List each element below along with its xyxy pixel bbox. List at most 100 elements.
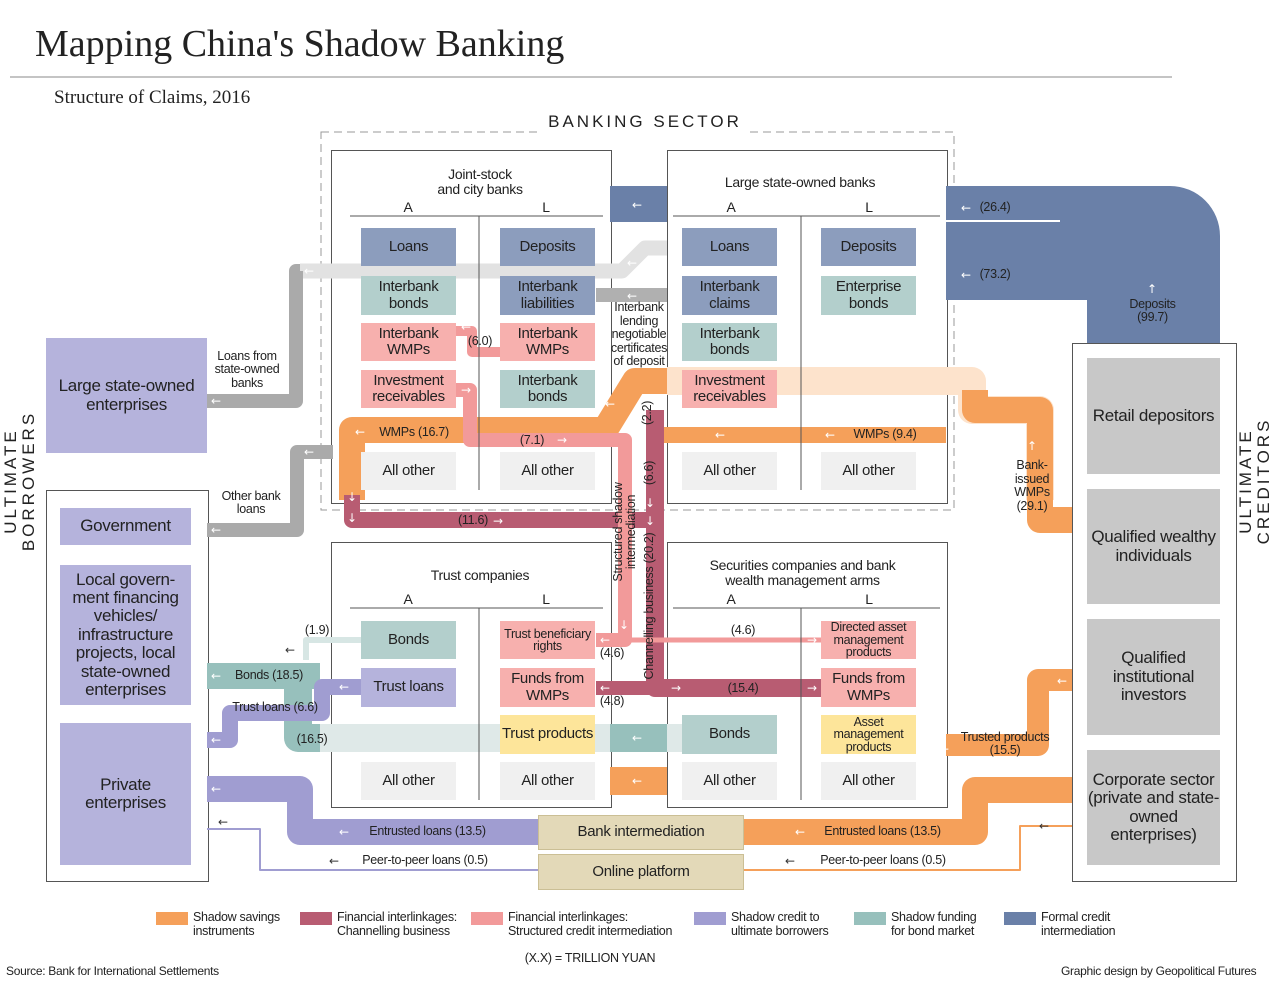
bonds-1-9-flow <box>303 637 361 660</box>
trust-loans-flow <box>207 679 361 748</box>
arrow-icon: ← <box>605 397 615 411</box>
js-asset-loans: Loans <box>361 228 456 266</box>
wmps-16-7-flow <box>339 368 667 500</box>
sec-liab-directed-asset-mgmt: Directed asset management products <box>821 621 916 659</box>
column-l-label: L <box>865 199 873 216</box>
legend-item-label: Shadow credit to ultimate borrowers <box>731 910 829 938</box>
legend-swatch <box>471 912 503 925</box>
borrower-large-soes: Large state-owned enterprises <box>46 338 207 453</box>
arrow-icon: ↓ <box>645 496 655 510</box>
trust-companies-title: Trust companies <box>430 567 530 584</box>
sb-asset-all-other: All other <box>682 452 777 490</box>
arrow-icon: ↑ <box>1027 439 1037 453</box>
column-l-label: L <box>865 591 873 608</box>
arrow-icon: ↓ <box>645 514 655 528</box>
sec-liab-funds-from-wmps: Funds from WMPs <box>821 668 916 707</box>
legend-item-label: Shadow savings instruments <box>193 910 280 938</box>
sb-liab-enterprise-bonds: Enterprise bonds <box>821 276 916 315</box>
banking-sector-label: BANKING SECTOR <box>540 111 750 133</box>
arrow-icon: ← <box>825 428 835 442</box>
js-asset-interbank-wmps: Interbank WMPs <box>361 323 456 361</box>
trust-liab-all-other: All other <box>500 762 595 800</box>
flow-label: (6.0) <box>467 334 493 349</box>
flow-label: (11.6) <box>458 513 488 528</box>
flow-label: Trusted products (15.5) <box>960 729 1050 757</box>
arrow-icon: ← <box>211 394 221 408</box>
sb-asset-interbank-bonds: Interbank bonds <box>682 323 777 361</box>
arrow-icon: ← <box>961 201 971 215</box>
arrow-icon: ← <box>795 825 805 839</box>
trust-asset-trust-loans: Trust loans <box>361 668 456 707</box>
channelling-11-6-flow <box>344 495 655 528</box>
trust-liab-funds-from-wmps: Funds from WMPs <box>500 668 595 707</box>
flow-label: (4.6) <box>599 646 625 661</box>
flow-label: Loans from state-owned banks <box>214 348 280 390</box>
entrusted-loans-left-flow <box>207 776 538 845</box>
loans-from-state-banks-flow <box>207 264 303 408</box>
bank-intermediation-box: Bank intermediation <box>538 815 744 850</box>
sec-asset-bonds: Bonds <box>682 715 777 754</box>
arrow-icon: → <box>493 514 503 528</box>
flow-label: (4.6) <box>730 623 756 638</box>
page-title: Mapping China's Shadow Banking <box>35 23 565 66</box>
arrow-icon: ← <box>285 643 295 657</box>
arrow-icon: → <box>807 681 817 695</box>
legend-swatch <box>1004 912 1036 925</box>
flow-label: (16.5) <box>296 732 328 747</box>
flow-label: (7.1) <box>519 433 545 448</box>
js-liab-all-other: All other <box>500 452 595 490</box>
sec-liab-all-other: All other <box>821 762 916 800</box>
interbank-wmps-6-0-flow <box>456 326 500 357</box>
arrow-icon: ← <box>600 633 610 647</box>
sb-liab-all-other: All other <box>821 452 916 490</box>
column-a-label: A <box>403 591 413 608</box>
online-platform-box: Online platform <box>538 854 744 890</box>
flow-label: Deposits (99.7) <box>1129 296 1176 324</box>
arrow-icon: ← <box>632 774 642 788</box>
flow-label: Bank- issued WMPs (29.1) <box>1014 458 1050 513</box>
creditor-corporate-sector: Corporate sector (private and state-owne… <box>1087 750 1220 865</box>
arrow-icon: ← <box>461 320 471 334</box>
flow-label: (15.4) <box>727 681 759 696</box>
page-subtitle: Structure of Claims, 2016 <box>54 86 251 108</box>
arrow-icon: → <box>487 353 497 367</box>
arrow-icon: ← <box>600 681 610 695</box>
sb-liab-deposits: Deposits <box>821 228 916 266</box>
legend-item-label: Financial interlinkages: Structured cred… <box>508 910 673 938</box>
borrower-local-government-vehicles: Local govern-ment financing vehicles/ in… <box>60 565 191 705</box>
entrusted-loans-right-flow <box>742 777 1072 845</box>
flow-label: (4.8) <box>599 694 625 709</box>
arrow-icon: ← <box>785 854 795 868</box>
trust-liab-beneficiary-rights: Trust beneficiary rights <box>500 621 595 659</box>
creditor-qualified-wealthy: Qualified wealthy individuals <box>1087 489 1220 604</box>
sb-asset-investment-receivables: Investment receivables <box>682 370 777 408</box>
legend-swatch <box>300 912 332 925</box>
arrow-icon: ← <box>211 733 221 747</box>
arrow-icon: ← <box>961 268 971 282</box>
sb-asset-interbank-claims: Interbank claims <box>682 276 777 315</box>
sb-asset-loans: Loans <box>682 228 777 266</box>
arrow-icon: ← <box>627 256 637 270</box>
arrow-icon: ← <box>329 854 339 868</box>
arrow-icon: ↑ <box>275 721 285 735</box>
trust-asset-all-other: All other <box>361 762 456 800</box>
arrow-icon: ← <box>632 731 642 745</box>
flow-label: Interbank lending negotiable certificate… <box>610 300 668 369</box>
arrow-icon: → <box>807 633 817 647</box>
flow-label: (26.4) <box>979 200 1011 215</box>
legend-swatch <box>694 912 726 925</box>
arrow-icon: ← <box>304 264 314 278</box>
creditor-retail-depositors: Retail depositors <box>1087 358 1220 474</box>
flow-label: Entrusted loans (13.5) <box>824 824 941 839</box>
state-banks-title: Large state-owned banks <box>724 174 876 191</box>
legend-item-label: Shadow funding for bond market <box>891 910 977 938</box>
arrow-icon: ← <box>627 289 637 303</box>
arrow-icon: ← <box>1039 819 1049 833</box>
joint-stock-banks-title: Joint-stock and city banks <box>437 165 523 197</box>
arrow-icon: ↑ <box>1147 282 1157 296</box>
design-credit: Graphic design by Geopolitical Futures <box>1061 963 1257 978</box>
column-l-label: L <box>542 591 550 608</box>
